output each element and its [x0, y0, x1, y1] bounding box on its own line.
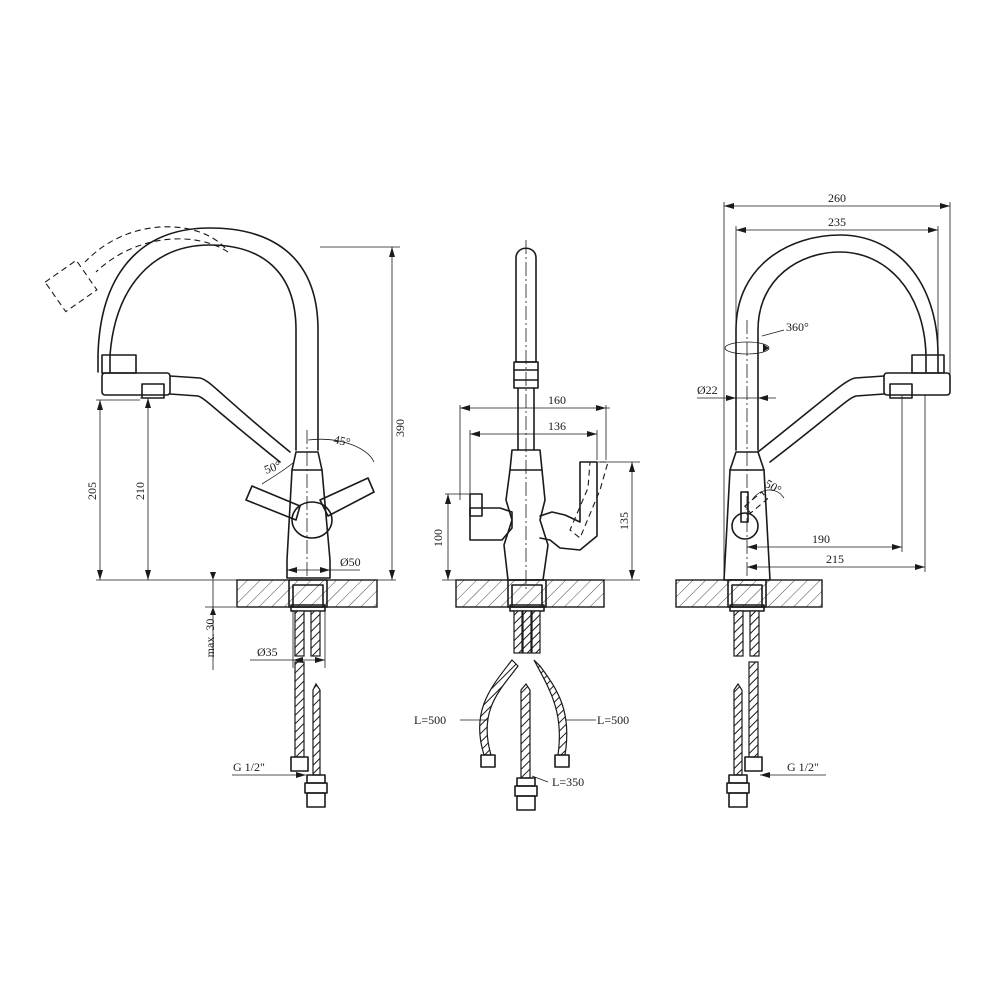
dim-spout-diameter: Ø22	[697, 383, 718, 397]
dim-hole-diameter: Ø35	[257, 645, 278, 659]
dim-hose-right: L=500	[597, 713, 629, 727]
rear-view: 360° 260 235 Ø22 50° 190 215	[675, 191, 951, 808]
dim-hose-left: L=500	[414, 713, 446, 727]
rear-hose-b	[748, 661, 759, 758]
side-lever-handle	[245, 485, 301, 521]
rear-gooseneck	[735, 234, 939, 451]
dim-angle-45: 45°	[332, 432, 352, 449]
front-countertop	[455, 579, 605, 608]
front-spout	[515, 247, 537, 363]
rear-lever	[740, 491, 749, 523]
rear-aerator	[889, 383, 913, 399]
side-spout-ghost-tip	[44, 259, 98, 313]
rear-lever-ghost	[744, 491, 769, 514]
side-spout-ghost	[84, 226, 229, 273]
side-hose-fitting	[290, 756, 309, 772]
side-lever-knob	[291, 501, 333, 539]
side-stud-nut-3	[306, 792, 326, 808]
front-mount-nut	[511, 584, 543, 608]
rear-mount-nut	[731, 584, 763, 608]
side-gooseneck	[97, 227, 319, 451]
side-body	[286, 451, 331, 579]
dim-100: 100	[431, 529, 445, 547]
dim-max-thickness: max. 30	[203, 619, 217, 658]
dim-rotation: 360°	[786, 320, 809, 334]
dim-thread-side: G 1/2"	[233, 760, 265, 774]
side-angle-arc-50	[261, 461, 295, 485]
side-spout-head	[101, 354, 137, 374]
side-view: 390 205 210 Ø50 45° 50° max. 30	[44, 226, 407, 808]
dim-angle-50: 50°	[262, 458, 283, 477]
side-countertop	[236, 579, 378, 608]
front-left-cap	[469, 493, 483, 517]
side-mount-washer	[290, 604, 326, 612]
side-hose-long-b	[312, 682, 321, 776]
rear-angle-arc	[751, 489, 785, 501]
rear-body	[723, 451, 771, 581]
front-hose-center	[520, 682, 531, 779]
front-left-arm	[469, 507, 513, 541]
dim-190: 190	[812, 532, 830, 546]
side-stud-nut	[306, 774, 326, 784]
front-right-lever	[539, 461, 598, 551]
rear-spout-head	[911, 354, 945, 374]
dim-hose-center: L=350	[552, 775, 584, 789]
front-hose-right-fitting	[554, 754, 570, 768]
dim-210: 210	[133, 482, 147, 500]
dim-205: 205	[85, 482, 99, 500]
side-spout-outlet	[101, 372, 171, 396]
front-hose-left-fitting	[480, 754, 496, 768]
dim-215: 215	[826, 552, 844, 566]
dim-260: 260	[828, 191, 846, 205]
dim-base-diameter: Ø50	[340, 555, 361, 569]
dim-160: 160	[548, 393, 566, 407]
side-stud-nut-2	[304, 782, 328, 794]
side-spout-aerator	[141, 383, 165, 399]
front-hose-left	[479, 659, 519, 756]
dim-235: 235	[828, 215, 846, 229]
dim-135: 135	[617, 512, 631, 530]
front-lever-ghost	[569, 461, 609, 539]
dim-136: 136	[548, 419, 566, 433]
side-hose-a	[294, 610, 305, 657]
side-angle-arc-45	[307, 438, 375, 463]
dim-390: 390	[393, 419, 407, 437]
side-hose-b	[310, 610, 321, 657]
front-hose-right	[533, 659, 568, 756]
rear-filter-arm	[757, 375, 885, 463]
side-lever-handle-2	[319, 477, 375, 517]
rear-lever-knob	[731, 512, 759, 540]
rear-hose-a	[733, 682, 743, 776]
side-filter-arm	[169, 375, 291, 463]
front-view: 160 136 100 135	[414, 240, 640, 811]
side-hose-long-a	[294, 661, 305, 758]
dim-thread-rear: G 1/2"	[787, 760, 819, 774]
side-mount-nut	[292, 584, 324, 608]
rear-countertop	[675, 579, 823, 608]
